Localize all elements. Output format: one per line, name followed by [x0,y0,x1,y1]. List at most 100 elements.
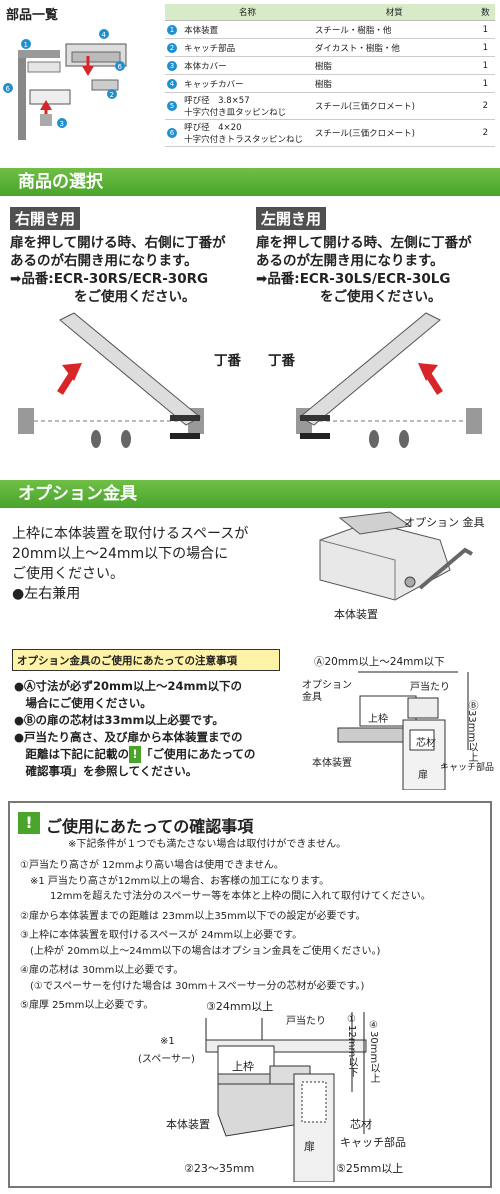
note-line: ●Ⓑの扉の芯材は33mm以上必要です。 [14,713,224,727]
dim-4-label: ④30mm以上 [368,1020,379,1084]
part-material: 樹脂 [312,56,476,75]
svg-text:4: 4 [102,31,107,39]
confirm-title: ご使用にあたっての確認事項 [46,817,254,836]
option-band: オプション金具 [0,480,500,508]
part-qty: 1 [475,20,495,39]
number-badge: 3 [167,60,177,71]
part-name: 本体装置 [182,20,313,39]
parts-title: 部品一覧 [6,8,59,23]
dim-5-label: ⑤25mm以上 [336,1162,404,1175]
exclamation-icon: ! [18,812,40,834]
fitting-label: オプション 金具 [404,516,485,529]
door-label-2: 扉 [304,1140,315,1153]
confirm-box [8,801,492,1188]
right-model: 品番:ECR-30RS/ECR-30RG [21,271,209,287]
spacer-number: ※1 [160,1036,175,1047]
confirm-item: (①でスペーサーを付けた場合は 30mm＋スペーサー分の芯材が必要です。) [20,980,365,992]
note-line: ●戸当たり高さ、及び扉から本体装置までの [14,730,243,744]
svg-text:6: 6 [6,85,11,93]
dim-a-label: Ⓐ20mm以上～24mm以下 [314,656,445,668]
door-label: 扉 [418,770,428,781]
option-desc-2: 20mm以上～24mm以下の場合に [12,546,229,562]
svg-text:1: 1 [24,41,28,49]
col-header [165,4,183,21]
option-fitting-illustration [319,511,473,601]
option-desc-1: 上枠に本体装置を取付けるスペースが [12,526,249,542]
frame-label: 上枠 [368,714,388,725]
dim-2-label: ②23～35mm [184,1162,255,1175]
part-material: スチール(三価クロメート) [312,92,476,120]
note-line: ●Ⓐ寸法が必ず20mm以上～24mm以下の [14,679,242,693]
door-illustrations [18,312,482,448]
confirm-item: 12mmを超えた寸法分のスペーサー等を本体と上枠の間に入れて取付けてください。 [20,891,431,902]
col-header-name: 名称 [182,4,313,21]
number-badge: 4 [167,78,177,89]
number-badge: 6 [167,128,177,138]
hinge-label-right: 丁番 [214,353,241,369]
frame-label-2: 上枠 [232,1060,254,1073]
confirm-subtitle: ※下記条件が１つでも満たさない場合は取付けができません。 [68,839,347,850]
option-desc-4: ●左右兼用 [12,586,81,602]
confirm-item: (上枠が 20mm以上～24mm以下の場合はオプション金具をご使用ください。) [20,945,381,957]
part-name: 本体カバー [182,56,313,75]
parts-diagram: 1 2 3 4 6 6 [3,29,127,140]
confirm-item: ⑤扉厚 25mm以上必要です。 [20,1000,154,1011]
core-label-2: 芯材 [350,1118,372,1131]
part-material: スチール(三価クロメート) [312,119,476,147]
part-material: スチール・樹脂・他 [312,20,476,39]
confirm-item: ④扉の芯材は 30mm以上必要です。 [20,965,184,976]
table-row: 5 呼び径 3.8×57 十字穴付き皿タッピンねじ スチール(三価クロメート) 2 [165,92,495,120]
arrow-icon: ➡ [256,271,268,287]
part-name: 呼び径 4×20 [184,123,242,133]
part-name: キャッチ部品 [182,38,313,57]
table-row: 4 キャッチカバー 樹脂 1 [165,74,495,93]
part-qty: 1 [475,56,495,75]
table-row: 2 キャッチ部品 ダイカスト・樹脂・他 1 [165,38,495,57]
selection-band: 商品の選択 [0,168,500,196]
confirm-item: ①戸当たり高さが 12mmより高い場合は使用できません。 [20,860,284,871]
dim-b-label: Ⓑ33mm以上 [466,700,477,763]
option-dimension-diagram [337,671,469,790]
table-row: 1 本体装置 スチール・樹脂・他 1 [165,20,495,39]
part-qty: 2 [475,92,495,120]
number-badge: 5 [167,101,177,111]
number-badge: 1 [167,24,177,35]
part-name: キャッチカバー [182,74,313,93]
body-diag-label: 本体装置 [312,758,352,769]
left-desc-2: あるのが左開き用になります。 [256,253,444,269]
part-material: 樹脂 [312,74,476,93]
catch-label: キャッチ部品 [440,763,495,773]
svg-text:6: 6 [118,63,123,71]
parts-table: 名称 材質 数 1 本体装置 スチール・樹脂・他 1 2 キャッチ部品 ダイカス… [165,4,495,147]
dim-3-label: ③24mm以上 [206,1000,274,1013]
col-header-material: 材質 [312,4,476,21]
table-header-row: 名称 材質 数 [165,4,495,21]
option-note-title: オプション金具のご使用にあたっての注意事項 [12,649,280,671]
note-line: 距離は下記に記載の [14,747,129,761]
exclamation-icon: ! [129,746,141,763]
table-row: 3 本体カバー 樹脂 1 [165,56,495,75]
part-qty: 1 [475,74,495,93]
hinge-label-left: 丁番 [268,353,295,369]
stop-label-2: 戸当たり [286,1016,326,1027]
fitting-diag-label-2: 金具 [302,692,322,703]
note-line: 「ご使用にあたっての [141,747,256,761]
confirm-item: ※1 戸当たり高さが12mm以上の場合、お客様の加工になります。 [20,875,330,887]
option-desc-3: ご使用ください。 [12,566,124,582]
right-use: をご使用ください。 [74,289,196,305]
note-line: 確認事項」を参照してください。 [14,764,198,778]
confirm-item: ②扉から本体装置までの距離は 23mm以上35mm以下での設定が必要です。 [20,910,366,922]
left-desc-1: 扉を押して開ける時、左側に丁番が [256,235,472,251]
note-line: 場合にご使用ください。 [14,696,152,710]
part-name-2: 十字穴付きトラスタッピンねじ [184,135,303,145]
catch-label-2: キャッチ部品 [340,1136,406,1149]
dim-1-label: ①12mm以下 [346,1014,357,1078]
arrow-icon: ➡ [10,271,22,287]
left-use: をご使用ください。 [320,289,442,305]
part-name-2: 十字穴付き皿タッピンねじ [184,108,287,118]
right-desc-1: 扉を押して開ける時、右側に丁番が [10,235,226,251]
left-open-heading: 左開き用 [256,207,327,230]
number-badge: 2 [167,42,177,53]
part-name: 呼び径 3.8×57 [184,96,250,106]
